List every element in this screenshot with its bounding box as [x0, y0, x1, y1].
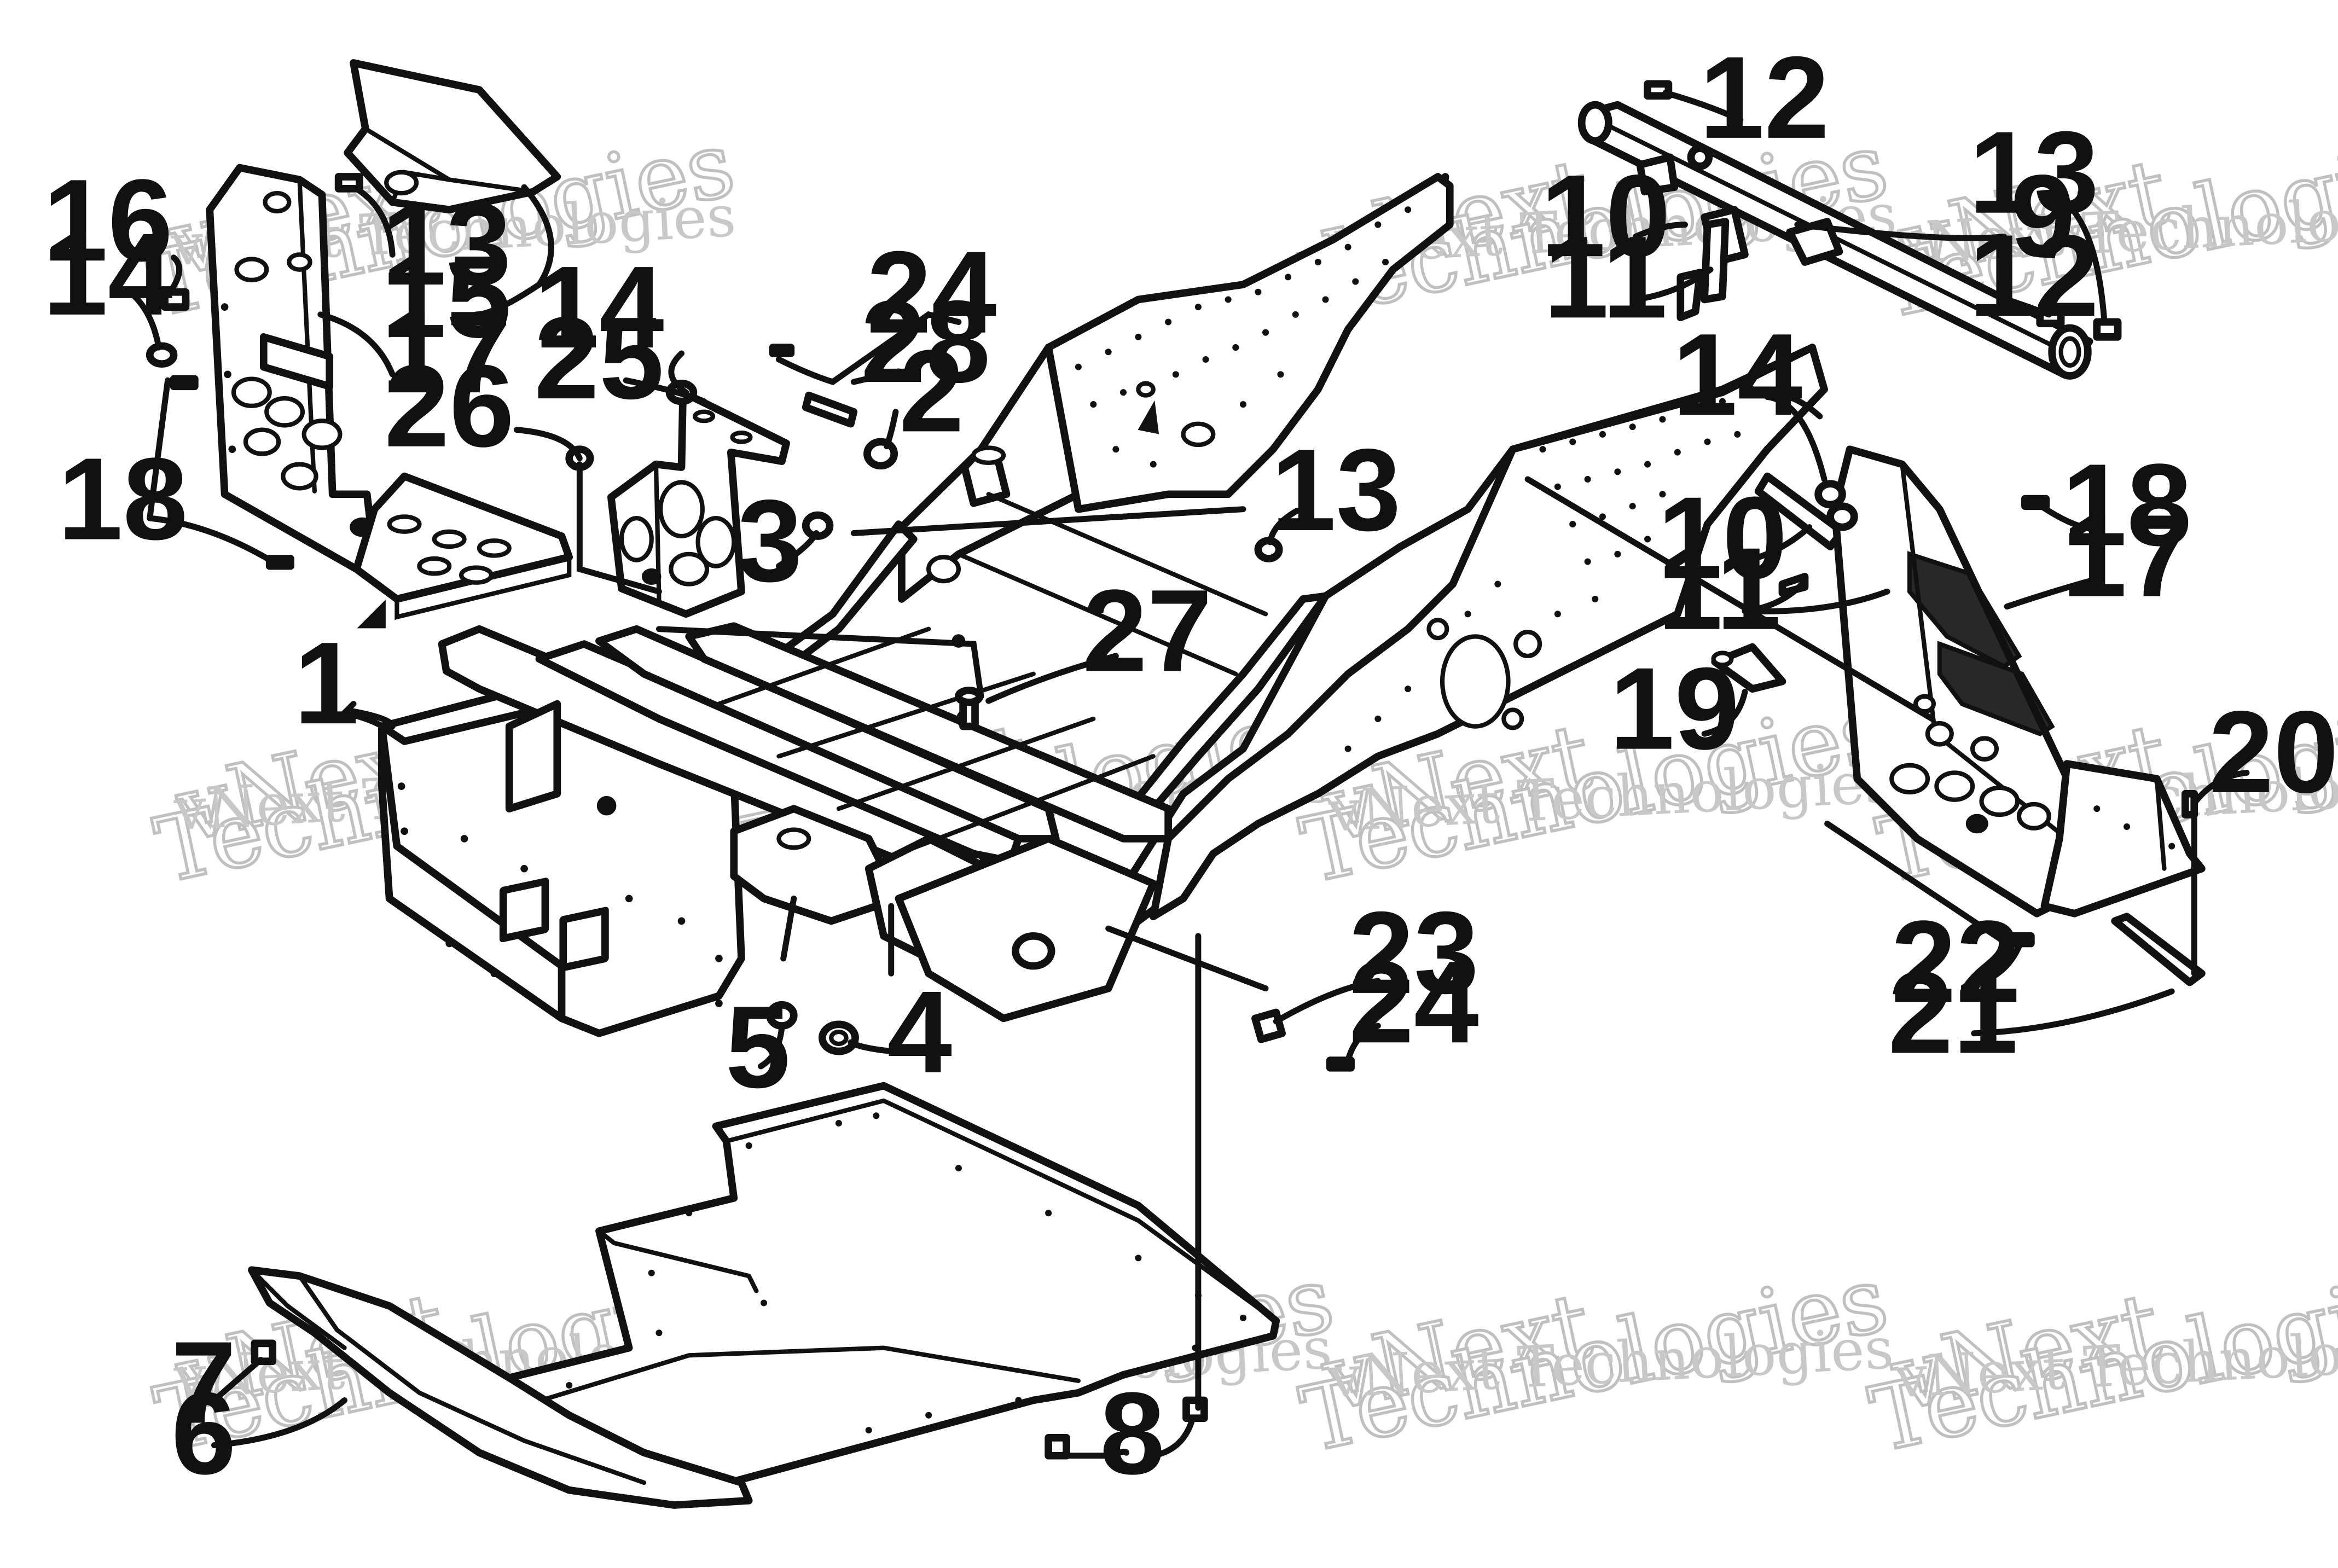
parts-23-24-lower [1251, 1008, 1355, 1072]
callout-17-left: 17 [381, 287, 511, 417]
callout-2: 2 [899, 326, 964, 456]
callout-9: 9 [2010, 151, 2075, 281]
callout-21: 21 [1888, 948, 2018, 1078]
callout-13-right: 13 [1969, 108, 2099, 238]
callout-20: 20 [2209, 687, 2338, 817]
callout-11-top: 11 [1544, 212, 1668, 342]
tread-pattern [1907, 551, 2055, 736]
clip-23-icon [1251, 1008, 1286, 1043]
nut-14c-icon [1814, 480, 1846, 509]
pin-11b-icon [1778, 573, 1809, 597]
callout-10-mid: 10 [1657, 473, 1787, 603]
callout-3: 3 [738, 476, 803, 606]
bolt-13c-icon [2093, 318, 2122, 341]
pin-20-icon [2181, 789, 2198, 818]
part-17-left-footrest [352, 472, 573, 629]
fasteners-7-8 [251, 1339, 1208, 1460]
callout-7: 7 [171, 1317, 236, 1448]
rod-11a-icon [1701, 218, 1730, 304]
screw-8a-icon [1045, 1434, 1070, 1460]
callout-1: 1 [294, 618, 359, 748]
part-17-right-side-panel [1814, 445, 2206, 917]
pin-22-icon [2006, 932, 2035, 948]
screw-7-icon [251, 1339, 277, 1366]
callout-13-left: 13 [381, 179, 511, 310]
callout-18-left: 18 [58, 434, 188, 564]
callout-17-right: 17 [2062, 491, 2191, 621]
pin-24a-icon [769, 344, 795, 357]
bolt-16-icon [161, 288, 190, 311]
part-1-main-frame [378, 173, 1828, 1037]
callout-11-mid: 11 [1658, 524, 1782, 654]
callout-26: 26 [384, 341, 514, 472]
callout-14-center: 14 [534, 242, 664, 373]
callout-24-top: 24 [867, 228, 996, 358]
callout-5: 5 [726, 982, 791, 1112]
bolt-13a-icon [334, 173, 363, 193]
callout-labels: 1 2 3 4 5 6 7 8 9 10 10 11 11 12 12 13 1… [43, 33, 2338, 1499]
callout-10-top: 10 [1541, 151, 1670, 281]
bushing-4-icon [818, 1020, 859, 1055]
callout-14-right: 14 [1673, 310, 1802, 440]
callout-12-top: 12 [1699, 33, 1829, 163]
part-27-bolt [955, 687, 984, 730]
part-28-icon [802, 391, 858, 428]
callout-28: 28 [861, 277, 990, 407]
bushings-4-5 [766, 1001, 859, 1055]
callout-15: 15 [381, 232, 511, 362]
nut-14a-icon [146, 342, 178, 368]
leader-lines [131, 90, 2250, 1459]
center-top-hardware [769, 344, 1283, 562]
part-19-wedge [1711, 643, 1786, 693]
callout-27: 27 [1082, 566, 1212, 696]
strap-21-icon [2111, 913, 2206, 986]
callout-25: 25 [534, 293, 664, 423]
callout-19: 19 [1610, 644, 1739, 774]
pin-18a-icon [170, 375, 199, 391]
rod-10b-icon [1754, 472, 1846, 550]
callout-24-bottom: 24 [1349, 937, 1478, 1067]
callout-22: 22 [1891, 897, 2021, 1027]
callout-16: 16 [43, 155, 172, 286]
part-6-nose-skid [248, 1266, 753, 1509]
callout-12-right: 12 [1969, 211, 2099, 341]
parts-20-21-22 [2006, 495, 2206, 986]
callout-13-center: 13 [1271, 425, 1401, 555]
callout-23: 23 [1349, 888, 1478, 1018]
callout-14-left: 14 [43, 210, 172, 340]
callout-4: 4 [887, 967, 952, 1097]
callout-8: 8 [1100, 1369, 1165, 1499]
callout-18-right: 18 [2062, 440, 2191, 570]
callout-6: 6 [171, 1369, 236, 1499]
part-15-upper-cap [344, 59, 561, 214]
